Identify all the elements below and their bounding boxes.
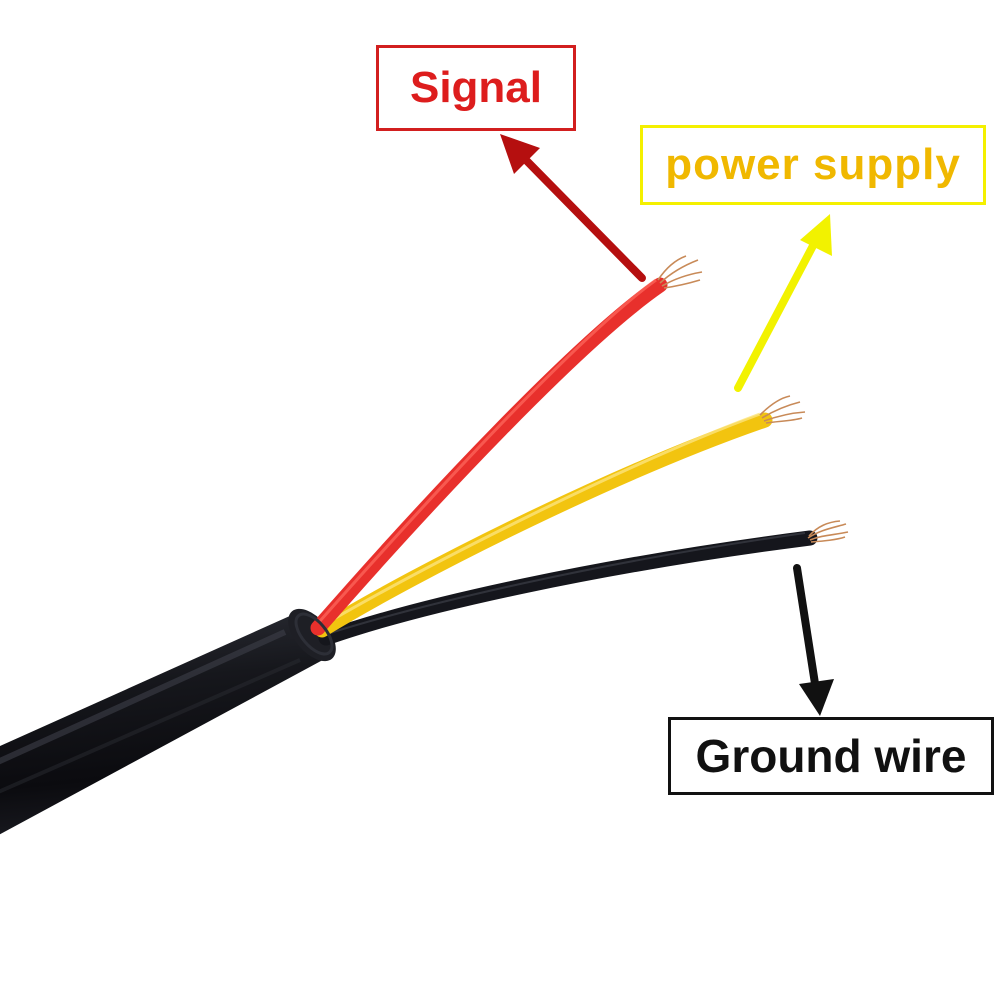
black-wire xyxy=(318,530,818,646)
yellow-wire-copper-strands xyxy=(759,395,806,424)
black-wire-copper-strands xyxy=(807,520,849,543)
red-wire-copper-strands xyxy=(657,255,703,289)
sheath-end xyxy=(294,612,334,656)
signal-arrow xyxy=(500,134,646,282)
red-wire xyxy=(310,277,668,636)
yellow-wire xyxy=(314,412,773,638)
cable-sheath xyxy=(0,608,336,835)
power-arrow xyxy=(734,214,832,392)
ground-wire-label: Ground wire xyxy=(668,717,994,795)
power-supply-label-text: power supply xyxy=(665,140,961,189)
ground-arrow xyxy=(793,564,834,716)
signal-label-text: Signal xyxy=(409,63,543,112)
power-supply-label: power supply xyxy=(640,125,986,205)
signal-label: Signal xyxy=(376,45,576,131)
ground-wire-label-text: Ground wire xyxy=(695,730,967,782)
